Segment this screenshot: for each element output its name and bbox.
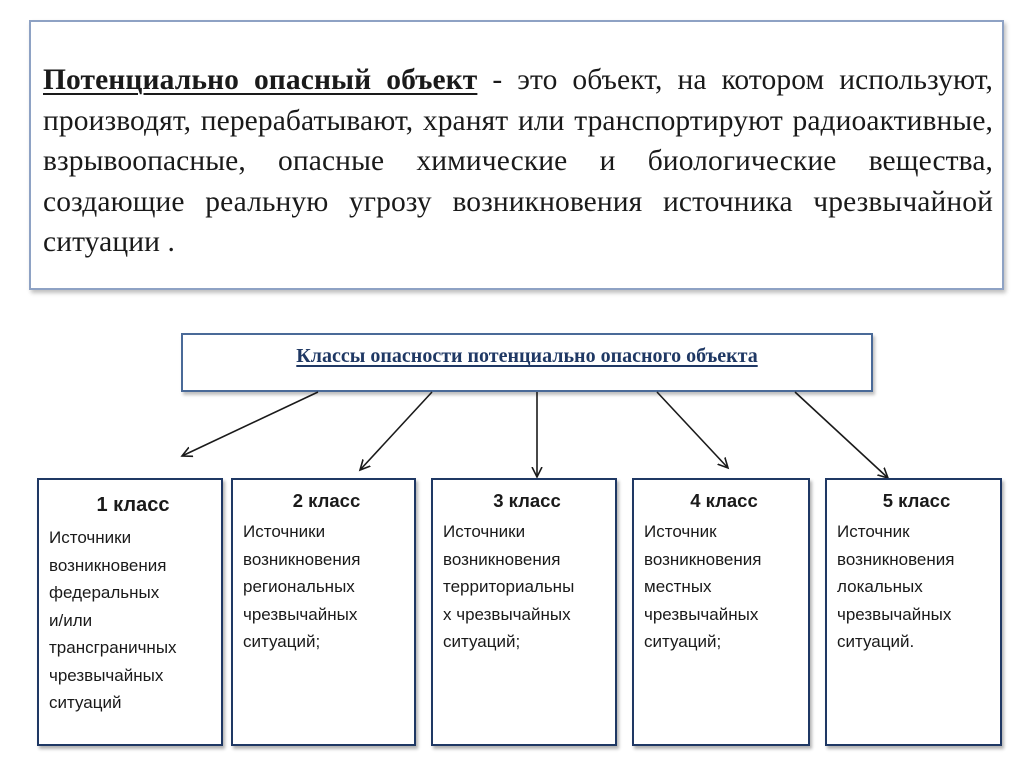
class-description-line: Источник	[837, 522, 910, 541]
class-description-line: федеральных	[49, 583, 160, 602]
definition-term: Потенциально опасный объект	[43, 64, 478, 96]
class-description-line: чрезвычайных	[49, 665, 164, 685]
class-description-line: ситуаций;	[243, 632, 321, 651]
arrow-to-class-5	[794, 391, 888, 478]
class-title: 2 класс	[292, 490, 361, 511]
class-description: Источник возникновения локальных чрезвыч…	[837, 518, 996, 656]
class-description-line: чрезвычайных	[644, 604, 759, 624]
definition-box: Потенциально опасный объект - это объект…	[29, 20, 1004, 290]
class-title: 4 класс	[690, 490, 758, 511]
arrow-to-class-4	[656, 391, 728, 468]
class-description-line: Источник	[644, 522, 717, 541]
class-description-line: локальных	[837, 577, 923, 596]
class-description-line: Источники	[243, 522, 326, 541]
definition-text: Потенциально опасный объект - это объект…	[43, 60, 993, 263]
class-description: Источники возникновения территориальны х…	[443, 518, 611, 656]
classes-header-title: Классы опасности потенциально опасного о…	[296, 345, 758, 367]
class-description: Источники возникновения региональных чре…	[243, 518, 410, 656]
class-description-line: Источники	[443, 522, 526, 541]
class-description-line: Источники	[49, 528, 132, 547]
class-description-line: ситуаций.	[837, 632, 915, 651]
class-title: 1 класс	[96, 494, 170, 516]
class-box-1: 1 класс Источники возникновения федераль…	[37, 478, 223, 746]
class-box-3: 3 класс Источники возникновения территор…	[431, 478, 617, 746]
class-description-line: ситуаций;	[443, 632, 521, 651]
class-description-line: территориальны	[443, 577, 575, 596]
class-description-line: региональных	[243, 577, 355, 596]
class-description-line: чрезвычайных	[837, 604, 952, 624]
class-description-line: ситуаций;	[644, 632, 722, 651]
class-description-line: чрезвычайных	[243, 604, 358, 624]
class-description-line: возникновения	[443, 549, 561, 569]
class-description-line: возникновения	[49, 555, 167, 575]
classes-header-box: Классы опасности потенциально опасного о…	[181, 333, 873, 392]
arrow-to-class-2	[360, 391, 433, 470]
class-box-4: 4 класс Источник возникновения местных ч…	[632, 478, 810, 746]
class-description-line: местных	[644, 577, 712, 596]
class-description-line: трансграничных	[49, 638, 177, 657]
class-description-line: ситуаций	[49, 693, 122, 712]
class-description-line: х чрезвычайных	[443, 604, 571, 624]
class-description: Источники возникновения федеральных и/ил…	[49, 524, 217, 717]
class-description-line: возникновения	[837, 549, 955, 569]
class-box-2: 2 класс Источники возникновения регионал…	[231, 478, 416, 746]
class-title: 5 класс	[882, 490, 951, 511]
class-title: 3 класс	[493, 490, 561, 511]
class-box-5: 5 класс Источник возникновения локальных…	[825, 478, 1002, 746]
class-description-line: и/или	[49, 610, 93, 630]
definition-body: - это объект, на котором используют, про…	[43, 64, 993, 258]
class-description-line: возникновения	[243, 549, 361, 569]
class-description-line: возникновения	[644, 549, 762, 569]
arrow-to-class-1	[182, 391, 319, 456]
class-description: Источник возникновения местных чрезвычай…	[644, 518, 804, 656]
